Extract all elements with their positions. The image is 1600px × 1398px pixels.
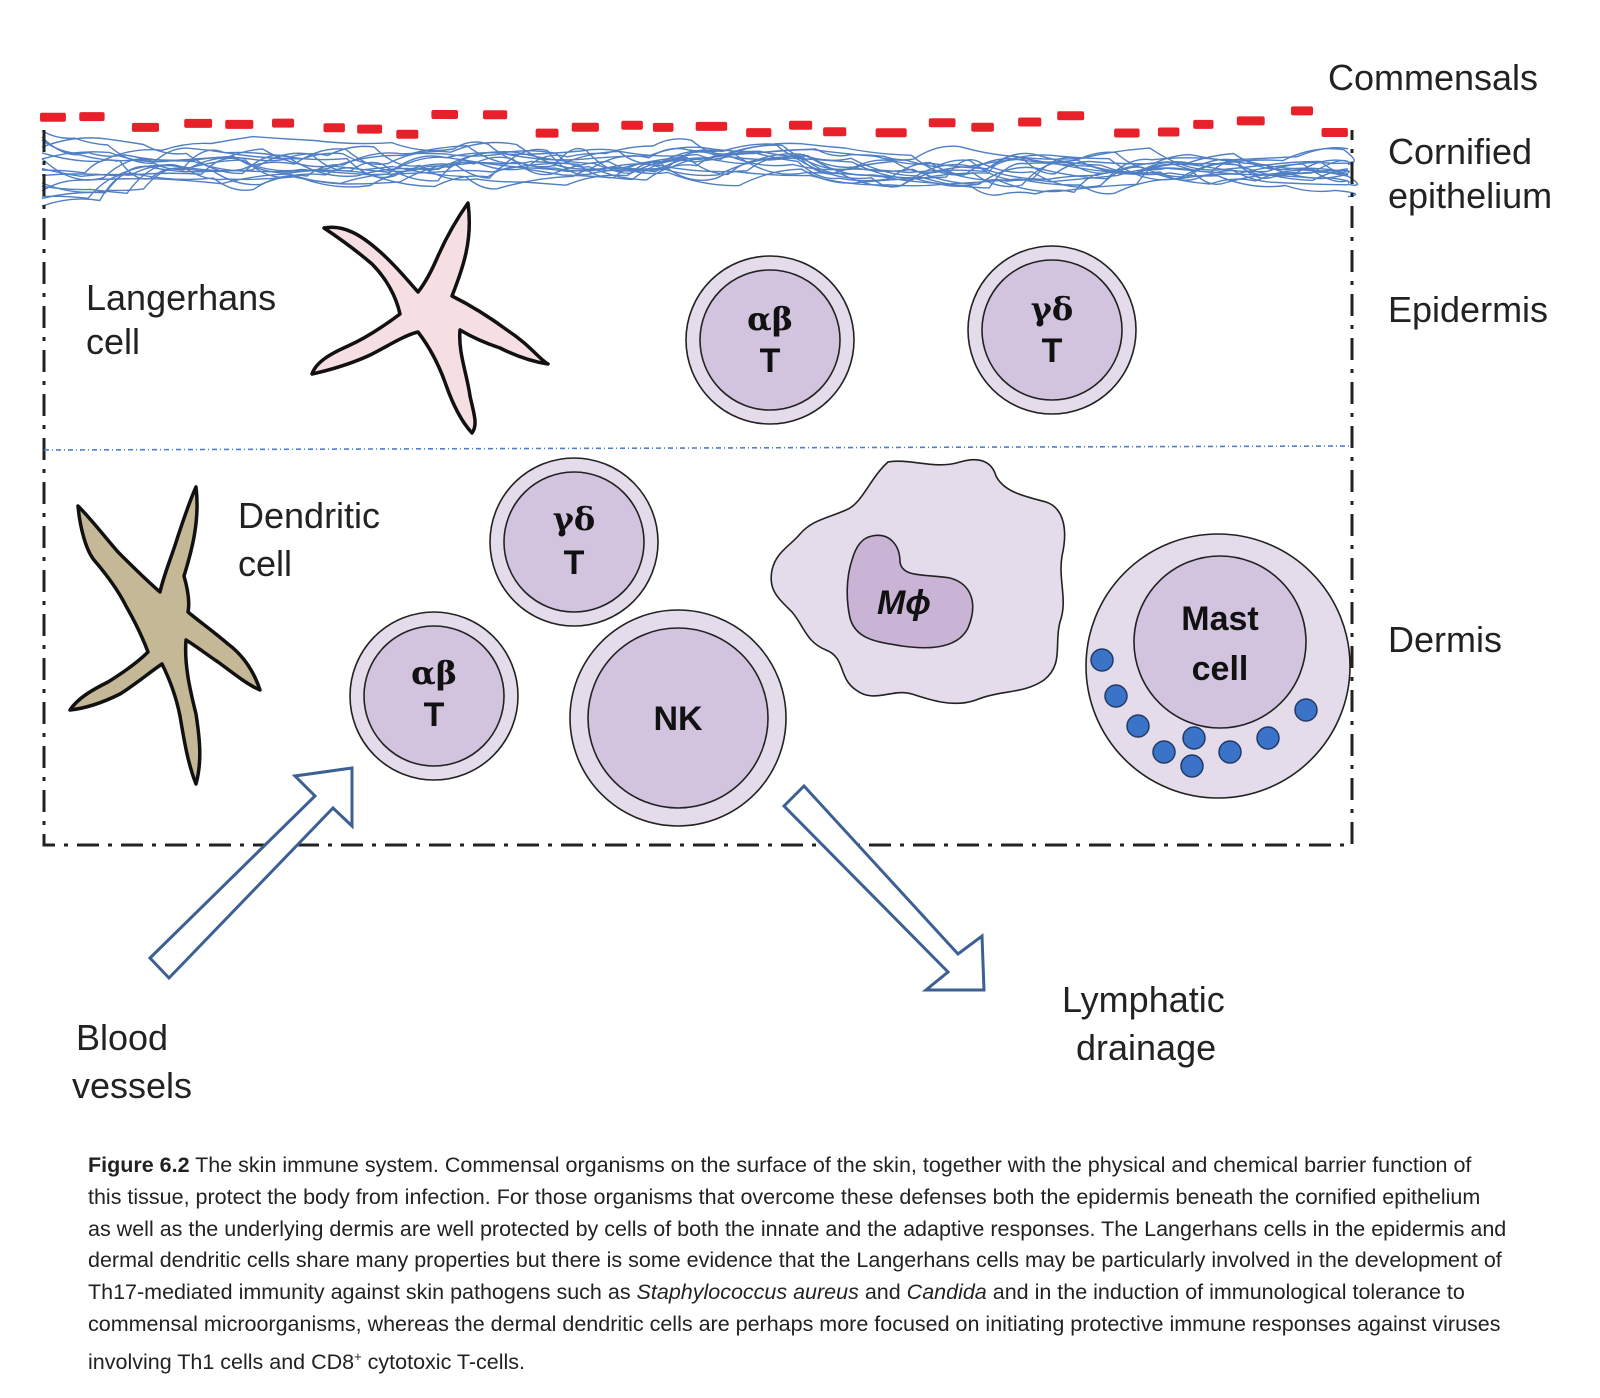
gd-t-derm-top: γδ	[553, 500, 595, 538]
ab-t-epi-top: αβ	[747, 300, 793, 338]
commensal-organism	[396, 129, 419, 139]
gd-t-epi-top: γδ	[1031, 290, 1073, 328]
figure-label: Figure 6.2	[88, 1153, 190, 1177]
mast-label-line1: Mast	[1181, 600, 1258, 638]
dendritic-label-line2: cell	[238, 543, 292, 584]
commensal-organism	[431, 110, 458, 119]
langerhans-cell	[310, 201, 550, 435]
macrophage: Mϕ	[770, 458, 1066, 705]
commensal-organism	[746, 128, 772, 138]
cornified-fiber	[41, 130, 1349, 195]
commensal-organism	[875, 128, 907, 138]
blood-label-line2: vessels	[72, 1065, 192, 1106]
commensal-organism	[571, 122, 599, 132]
commensal-organism	[971, 122, 994, 132]
nk-cell: NK	[569, 609, 787, 827]
blood-vessels-arrow	[147, 766, 354, 981]
cornified-fiber	[41, 146, 1349, 192]
gd-t-cell-dermis: γδ T	[489, 457, 659, 627]
mast-cell: Mast cell	[1085, 533, 1351, 799]
commensal-organism	[928, 118, 956, 128]
mast-granules	[1090, 648, 1318, 778]
commensal-organism	[323, 123, 345, 133]
commensals-label: Commensals	[1328, 57, 1538, 98]
lymph-label-line2: drainage	[1076, 1027, 1216, 1068]
commensal-organism	[357, 124, 383, 134]
commensal-organism	[1018, 117, 1042, 127]
mast-label-line2: cell	[1192, 650, 1249, 688]
cornified-fiber	[41, 138, 1357, 198]
caption-italic-a: Staphylococcus aureus	[636, 1280, 859, 1305]
cornified-fiber	[41, 152, 1349, 195]
commensal-organism	[789, 120, 813, 130]
commensal-organism	[1236, 116, 1265, 126]
epidermis-dermis-divider	[43, 445, 1353, 451]
commensal-organism	[652, 122, 674, 132]
commensal-organism	[1321, 128, 1348, 137]
commensal-organism	[1291, 106, 1313, 116]
caption-text-c: and in the induction of immunological to…	[88, 1280, 1501, 1374]
ab-t-derm-bottom: T	[424, 696, 445, 734]
skin-immune-diagram: Commensals Cornified epithelium Epidermi…	[40, 57, 1552, 1106]
macrophage-label: Mϕ	[877, 584, 931, 622]
nk-label: NK	[653, 700, 703, 738]
langerhans-label-line1: Langerhans	[86, 277, 276, 318]
commensal-organism	[225, 119, 254, 129]
langerhans-label-line2: cell	[86, 321, 140, 362]
caption-text-d: cytotoxic T-cells.	[361, 1349, 525, 1374]
cornified-label-line1: Cornified	[1388, 131, 1532, 172]
gd-t-derm-bottom: T	[564, 544, 585, 582]
cornified-fiber	[41, 144, 1349, 186]
epidermis-label: Epidermis	[1388, 289, 1548, 330]
commensal-organism	[695, 121, 728, 131]
blood-label-line1: Blood	[76, 1017, 168, 1058]
commensal-organism	[1193, 119, 1214, 129]
commensal-organisms	[40, 106, 1348, 139]
ab-t-epi-bottom: T	[760, 342, 781, 380]
caption-text-b: and	[858, 1280, 907, 1305]
gd-t-cell-epidermis: γδ T	[967, 245, 1137, 415]
commensal-organism	[40, 112, 66, 122]
commensal-organism	[272, 118, 295, 128]
lymph-label-line1: Lymphatic	[1062, 979, 1225, 1020]
dendritic-label-line1: Dendritic	[238, 495, 380, 536]
commensal-organism	[184, 118, 213, 128]
cornified-fiber	[41, 146, 1349, 207]
tissue-boundary	[42, 130, 1354, 847]
cornified-label-line2: epithelium	[1388, 175, 1552, 216]
ab-t-derm-top: αβ	[411, 654, 457, 692]
ab-t-cell-dermis: αβ T	[349, 611, 519, 781]
cornified-epithelium	[41, 130, 1359, 207]
commensal-organism	[1157, 127, 1180, 137]
gd-t-epi-bottom: T	[1042, 332, 1063, 370]
commensal-organism	[1114, 128, 1140, 138]
figure-caption: Figure 6.2 The skin immune system. Comme…	[88, 1150, 1508, 1379]
cornified-fiber	[41, 148, 1349, 194]
commensal-organism	[79, 112, 105, 122]
lymphatic-drainage-arrow	[781, 783, 986, 992]
dermis-label: Dermis	[1388, 619, 1502, 660]
caption-italic-b: Candida	[906, 1280, 987, 1305]
commensal-organism	[1057, 111, 1085, 121]
commensal-organism	[823, 127, 847, 137]
commensal-organism	[621, 120, 643, 130]
commensal-organism	[131, 122, 159, 132]
caption-text-a: The skin immune system. Commensal organi…	[88, 1153, 1507, 1305]
dendritic-cell	[68, 485, 262, 786]
caption-superscript: +	[354, 1348, 362, 1364]
commensal-organism	[535, 128, 559, 138]
commensal-organism	[483, 110, 508, 120]
ab-t-cell-epidermis: αβ T	[685, 255, 855, 425]
